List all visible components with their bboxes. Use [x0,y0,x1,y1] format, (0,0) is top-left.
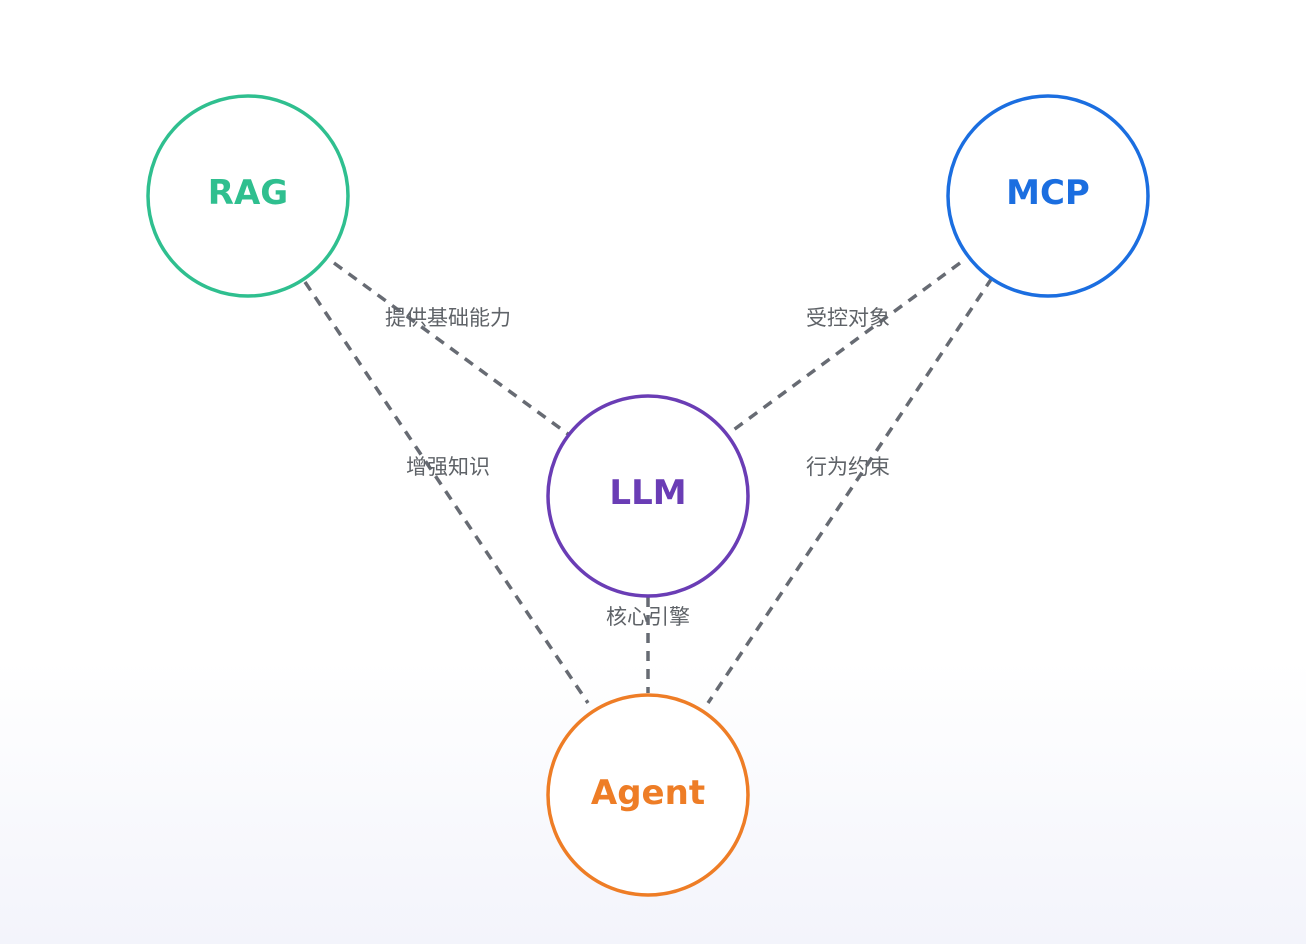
node-mcp-circle [946,94,1150,298]
edge-rag-agent [303,281,590,704]
node-rag-label: RAG [208,173,288,213]
node-llm-circle [546,394,750,598]
node-mcp-label: MCP [1006,173,1090,213]
edge-label-llm-agent: 核心引擎 [606,605,690,629]
edge-label-rag-agent: 增强知识 [406,455,490,479]
node-llm: LLM [546,394,750,598]
node-agent-circle [546,693,750,897]
edge-label-mcp-agent: 行为约束 [806,455,890,479]
edge-mcp-llm [726,261,962,436]
node-rag-circle [146,94,350,298]
node-llm-label: LLM [609,473,686,513]
edge-mcp-agent [706,277,994,704]
node-agent: Agent [546,693,750,897]
edge-label-rag-llm: 提供基础能力 [385,306,511,330]
node-rag: RAG [146,94,350,298]
edge-label-mcp-llm: 受控对象 [806,306,890,330]
edge-rag-llm [332,261,570,436]
node-agent-label: Agent [591,773,705,813]
node-mcp: MCP [946,94,1150,298]
